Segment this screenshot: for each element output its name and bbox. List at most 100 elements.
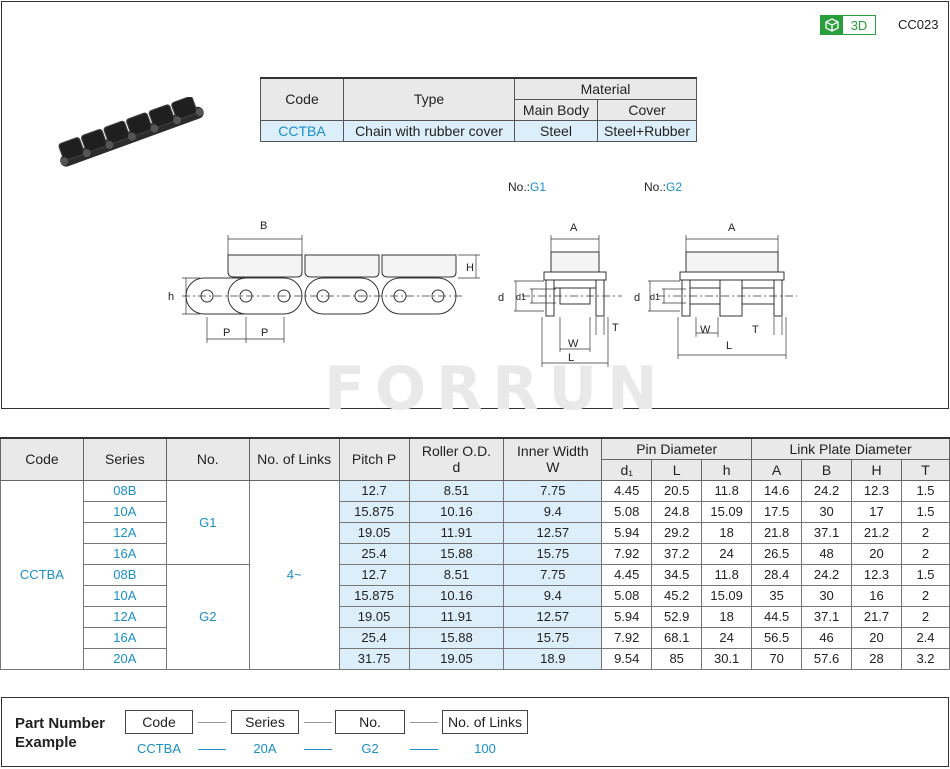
value-cell: 57.6	[801, 647, 853, 670]
series-cell[interactable]: 10A	[82, 500, 167, 523]
value-cell: 5.08	[601, 584, 653, 607]
value-cell: 7.92	[601, 626, 653, 649]
no-prefix: No.:	[644, 180, 667, 194]
g2-dim-T: T	[752, 324, 759, 336]
value-cell: 85	[651, 647, 703, 670]
material-code[interactable]: CCTBA	[260, 119, 344, 142]
series-cell[interactable]: 08B	[82, 479, 167, 502]
pn-connector	[198, 722, 226, 723]
value-cell: 24	[701, 626, 753, 649]
material-cover: Steel+Rubber	[596, 119, 698, 142]
value-cell: 17.5	[751, 500, 803, 523]
value-cell: 19.05	[408, 647, 505, 670]
col-B: B	[801, 458, 853, 481]
value-cell: 5.08	[601, 500, 653, 523]
g2-label: G2	[666, 180, 683, 194]
series-cell[interactable]: 20A	[82, 647, 167, 670]
value-cell: 19.05	[338, 605, 410, 628]
pn-value-series: 20A	[253, 741, 277, 756]
g1-dim-T: T	[612, 322, 619, 334]
value-cell: 7.75	[503, 479, 603, 502]
series-cell[interactable]: 16A	[82, 626, 167, 649]
g1-front-view	[514, 235, 622, 367]
series-cell[interactable]: 08B	[82, 563, 167, 586]
series-cell[interactable]: 10A	[82, 584, 167, 607]
col-d1: d₁	[601, 458, 653, 481]
value-cell: 25.4	[338, 542, 410, 565]
value-cell: 30	[801, 584, 853, 607]
pn-value-connector	[304, 749, 332, 750]
part-number-title-line2: Example	[15, 734, 77, 751]
value-cell: 7.75	[503, 563, 603, 586]
part-number-example: Part Number Example Code Series No. No. …	[1, 697, 949, 767]
product-overview-panel: 3D CC023 Code Type Materi	[1, 1, 949, 424]
3d-model-button[interactable]: 3D	[820, 15, 876, 35]
value-cell: 3.2	[900, 647, 950, 670]
value-cell: 19.05	[338, 521, 410, 544]
value-cell: 15.09	[701, 500, 753, 523]
series-cell[interactable]: 12A	[82, 521, 167, 544]
col-A: A	[751, 458, 803, 481]
group-no-cell: G2	[165, 563, 250, 670]
col-roller: Roller O.D.d	[408, 437, 505, 481]
value-cell: 25.4	[338, 626, 410, 649]
spec-table: Code Series No. No. of Links Pitch P Rol…	[0, 437, 950, 670]
material-main-body: Steel	[514, 119, 598, 142]
dim-h: h	[168, 291, 174, 303]
value-cell: 21.8	[751, 521, 803, 544]
value-cell: 2	[900, 584, 950, 607]
value-cell: 68.1	[651, 626, 703, 649]
code-cell[interactable]: CCTBA	[0, 479, 84, 670]
series-cell[interactable]: 16A	[82, 542, 167, 565]
value-cell: 11.8	[701, 479, 753, 502]
col-code: Code	[260, 77, 344, 121]
g1-dim-d1: d1	[516, 292, 526, 302]
g1-label: G1	[530, 180, 547, 194]
value-cell: 70	[751, 647, 803, 670]
value-cell: 2	[900, 542, 950, 565]
g2-dim-L: L	[726, 340, 732, 352]
col-links: No. of Links	[248, 437, 340, 481]
col-cover: Cover	[596, 98, 698, 121]
value-cell: 1.5	[900, 479, 950, 502]
value-cell: 28	[851, 647, 902, 670]
links-cell: 4~	[248, 479, 340, 670]
inner-symbol: W	[546, 459, 560, 476]
value-cell: 12.7	[338, 563, 410, 586]
value-cell: 21.2	[851, 521, 902, 544]
pn-connector	[410, 722, 438, 723]
value-cell: 31.75	[338, 647, 410, 670]
value-cell: 30	[801, 500, 853, 523]
series-cell[interactable]: 12A	[82, 605, 167, 628]
g2-dim-d1: d1	[650, 292, 660, 302]
value-cell: 30.1	[701, 647, 753, 670]
pn-label-links: No. of Links	[442, 710, 528, 734]
3d-label: 3D	[850, 17, 868, 33]
value-cell: 24.2	[801, 479, 853, 502]
side-view-drawing	[182, 235, 480, 343]
value-cell: 15.875	[338, 584, 410, 607]
group-no-cell: G1	[165, 479, 250, 565]
value-cell: 10.16	[408, 500, 505, 523]
value-cell: 15.09	[701, 584, 753, 607]
value-cell: 44.5	[751, 605, 803, 628]
col-type: Type	[343, 77, 515, 121]
brand-watermark: FORRUN	[324, 354, 668, 424]
col-pin-group: Pin Diameter	[601, 437, 753, 460]
dim-H: H	[466, 262, 474, 274]
value-cell: 10.16	[408, 584, 505, 607]
value-cell: 20	[851, 626, 902, 649]
value-cell: 24.2	[801, 563, 853, 586]
material-type: Chain with rubber cover	[343, 119, 515, 142]
col-T: T	[900, 458, 950, 481]
roller-label: Roller O.D.	[421, 443, 492, 460]
